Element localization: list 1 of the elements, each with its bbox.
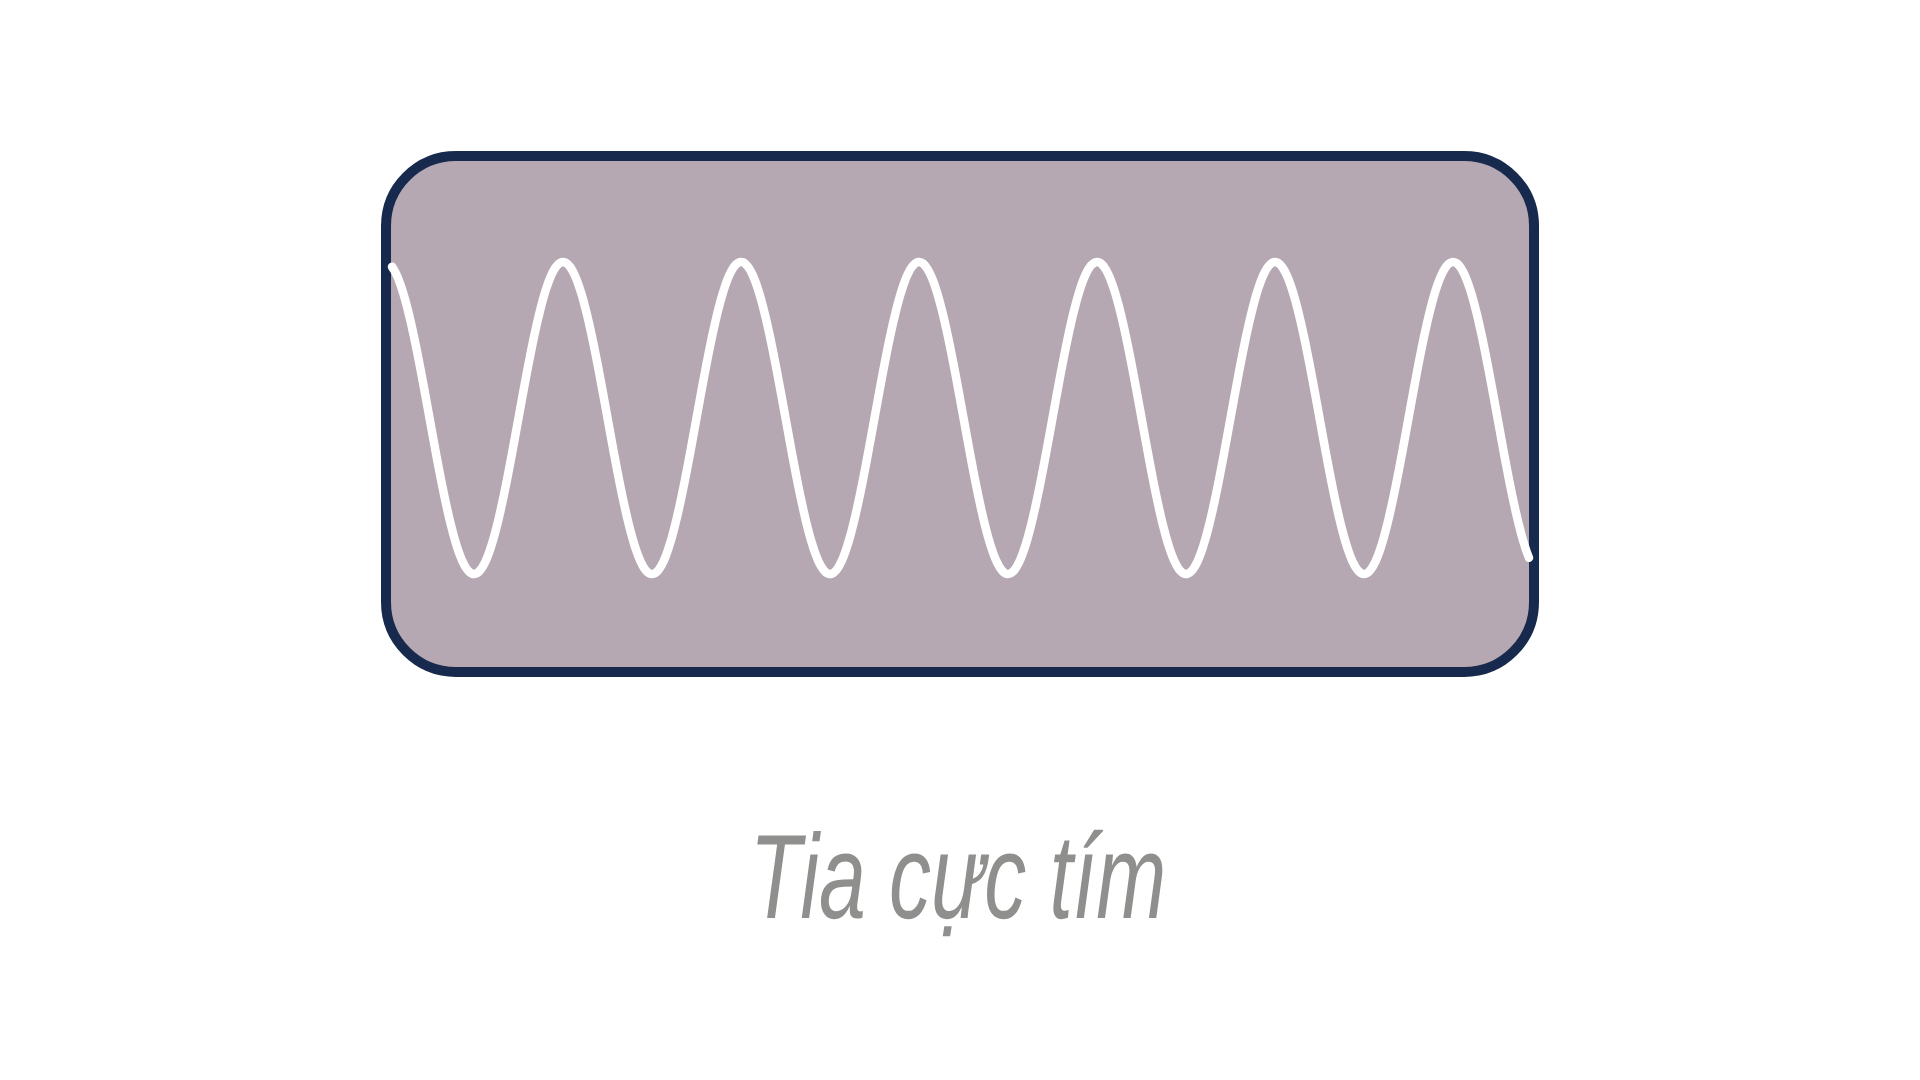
caption: Tia cực tím: [757, 829, 1163, 937]
